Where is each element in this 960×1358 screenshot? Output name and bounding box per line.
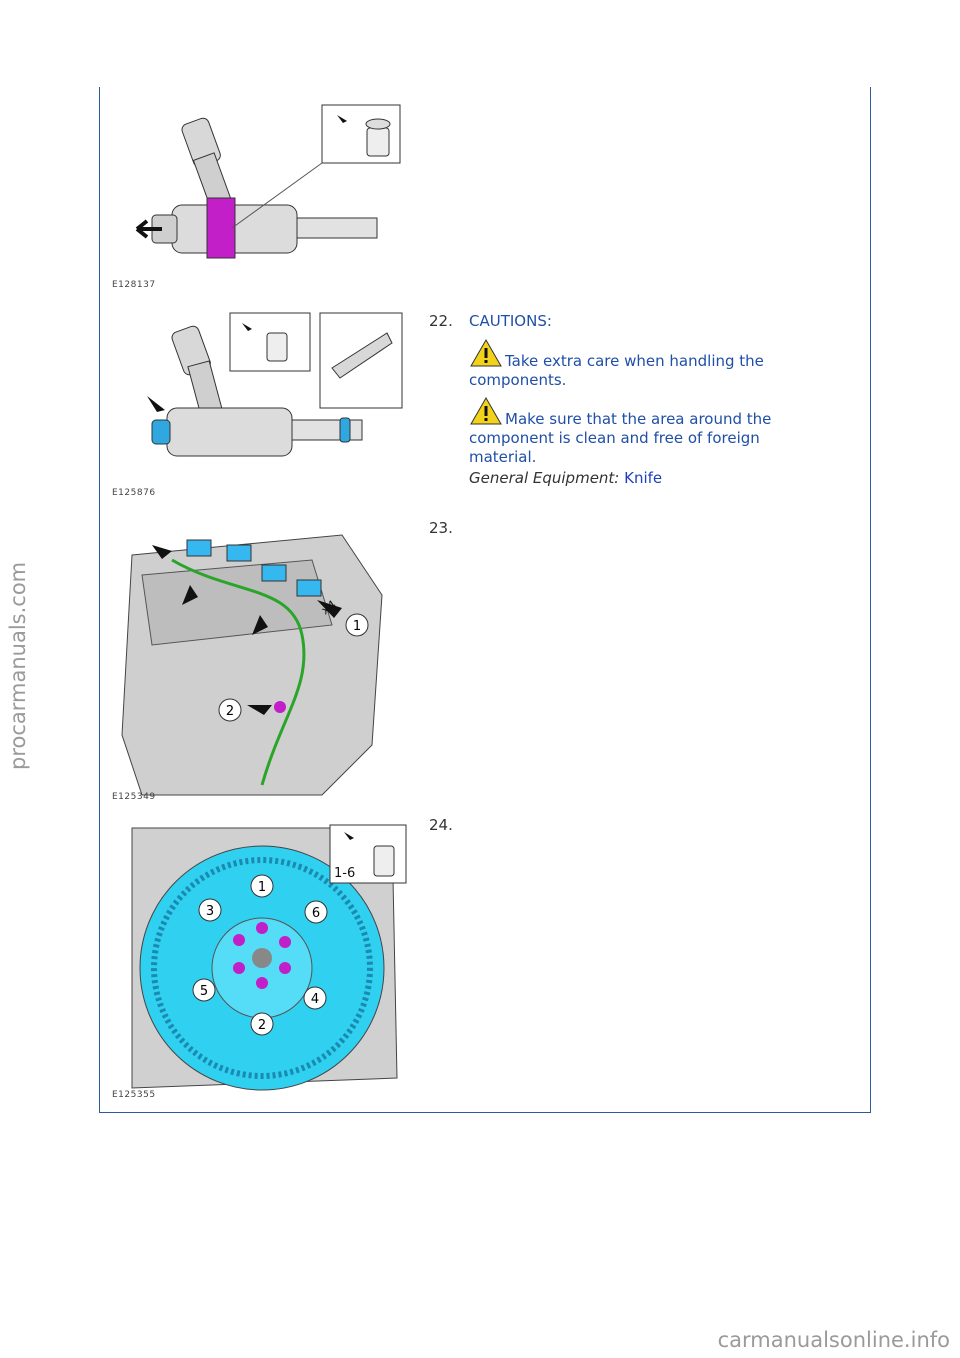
warning-icon [470, 338, 502, 367]
watermark-bottom: carmanualsonline.info [717, 1328, 950, 1352]
callout-1: 1 [353, 619, 361, 634]
callout-3: 3 [206, 904, 214, 919]
content-frame [99, 87, 871, 1113]
figure-injector-clip [112, 100, 412, 280]
caution-item: Make sure that the area around the compo… [469, 396, 829, 467]
callout-4: 4 [311, 992, 319, 1007]
quantity-badge: x4 [319, 598, 339, 618]
caution-text: Take extra care when handling the compon… [469, 352, 764, 389]
general-equipment: General Equipment: Knife [469, 469, 662, 487]
callout-5: 5 [200, 984, 208, 999]
step-number: 22. [429, 312, 453, 330]
warning-icon [470, 396, 502, 425]
figure-code: E125876 [112, 488, 156, 498]
callout-2: 2 [226, 704, 234, 719]
figure-code: E128137 [112, 280, 156, 290]
callout-2: 2 [258, 1018, 266, 1033]
equipment-knife-link[interactable]: Knife [624, 469, 663, 487]
step-number: 23. [429, 519, 453, 537]
callout-1: 1 [258, 880, 266, 895]
step-number: 24. [429, 816, 453, 834]
caution-text: Make sure that the area around the compo… [469, 410, 772, 466]
equipment-label: General Equipment: [469, 469, 620, 487]
figure-code: E125355 [112, 1090, 156, 1100]
cautions-heading: CAUTIONS: [469, 312, 552, 330]
figure-engine-harness: 1 2 x4 [112, 515, 412, 800]
figure-code: E125349 [112, 792, 156, 802]
figure-injector-seals [112, 308, 412, 488]
caution-item: Take extra care when handling the compon… [469, 338, 829, 390]
callout-6: 6 [312, 906, 320, 921]
figure-flywheel: 1 2 3 4 5 6 1-6 [112, 818, 412, 1098]
quantity-badge: 1-6 [334, 866, 355, 881]
watermark-side: procarmanuals.com [6, 561, 30, 770]
